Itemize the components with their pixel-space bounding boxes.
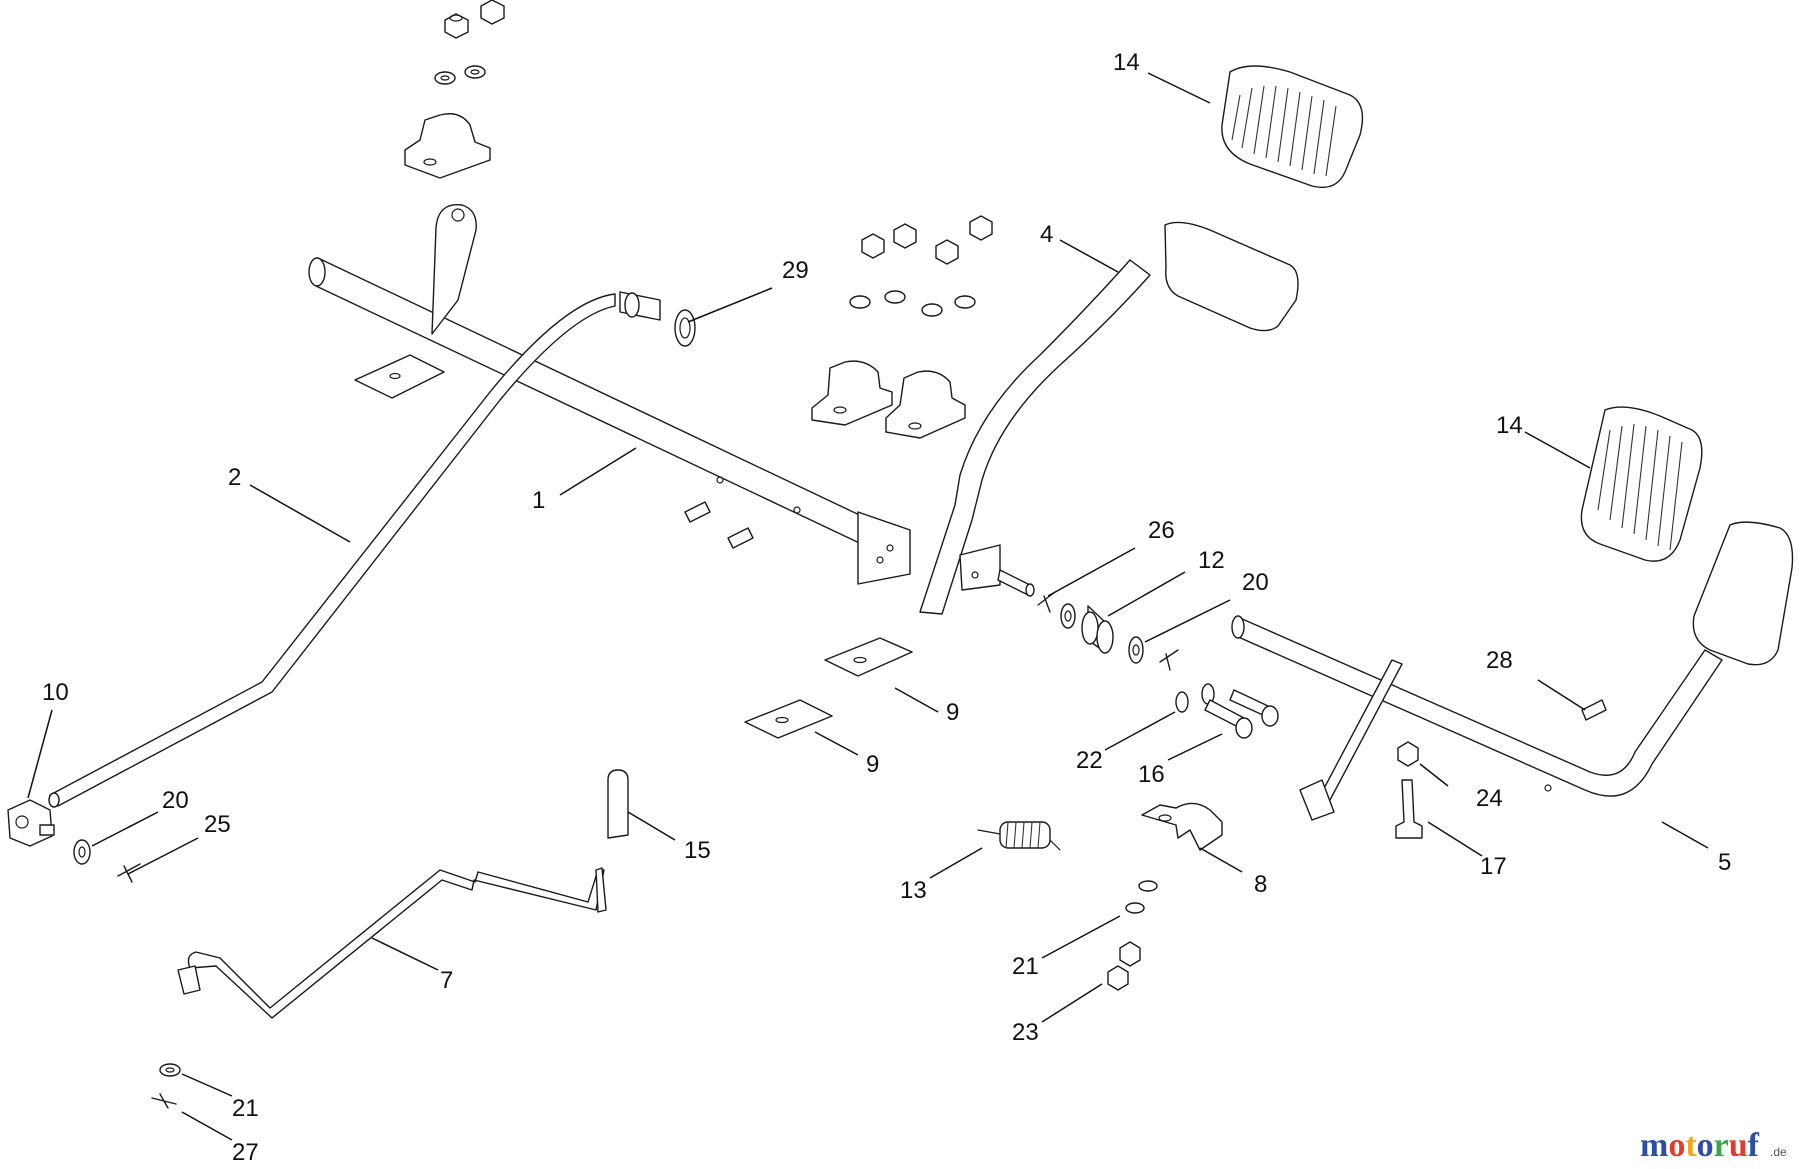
callout-5: 5 [1718, 849, 1731, 876]
wm-letter: m [1640, 1127, 1668, 1164]
washer [464, 65, 486, 79]
callout-20-left: 20 [162, 787, 189, 814]
saddle-clamp-8 [1141, 802, 1223, 851]
extension-spring [977, 821, 1061, 851]
top-clamp-hardware [404, 0, 505, 179]
callout-27: 27 [232, 1139, 259, 1166]
spacer-washer [1060, 603, 1076, 629]
bolt-17 [1395, 779, 1423, 839]
cross-shaft [308, 204, 911, 585]
washer-21-bottom [159, 1063, 181, 1077]
pedal-arm-5 [1235, 617, 1723, 797]
retaining-ring [674, 309, 696, 347]
flat-washer [73, 839, 91, 865]
plate-9 [824, 637, 913, 677]
callout-21-left: 21 [232, 1095, 259, 1122]
pedal-pad-5 [1692, 521, 1794, 666]
pin-15 [607, 769, 629, 839]
callout-4: 4 [1040, 221, 1053, 248]
callout-21-right: 21 [1012, 953, 1039, 980]
cotter-pin [1159, 649, 1179, 671]
callout-15: 15 [684, 837, 711, 864]
callout-12: 12 [1198, 547, 1225, 574]
callout-26: 26 [1148, 517, 1175, 544]
cotter-pin [117, 863, 141, 883]
callout-14-right: 14 [1496, 412, 1523, 439]
callout-10: 10 [42, 679, 69, 706]
lock-nut-23 [1119, 941, 1141, 967]
callout-1: 1 [532, 487, 545, 514]
link-rod [49, 293, 616, 807]
roll-pins [684, 501, 754, 549]
flat-washer-20 [1128, 636, 1144, 664]
lock-nut [480, 0, 505, 25]
svg-text:motoruf: motoruf [1640, 1127, 1760, 1164]
callout-16: 16 [1138, 761, 1165, 788]
wm-letter: o [1697, 1127, 1714, 1164]
callout-labels: 14 4 29 1 2 14 26 12 20 10 20 25 15 7 28… [42, 49, 1731, 1166]
callout-2: 2 [228, 464, 241, 491]
wm-letter: t [1685, 1127, 1697, 1164]
callout-28: 28 [1486, 647, 1513, 674]
pedal-arm-4 [919, 259, 1151, 615]
washer-21 [1138, 880, 1158, 892]
cotter-pin-26 [1037, 591, 1056, 613]
callout-9-lower: 9 [866, 751, 879, 778]
callout-14-top: 14 [1113, 49, 1140, 76]
washer-22 [1175, 691, 1189, 713]
wm-letter: f [1748, 1127, 1760, 1164]
callout-17: 17 [1480, 853, 1507, 880]
plate-9 [744, 699, 833, 739]
callout-8: 8 [1254, 871, 1267, 898]
callout-25: 25 [204, 811, 231, 838]
wm-letter: u [1729, 1127, 1748, 1164]
callout-20-right: 20 [1242, 569, 1269, 596]
hex-nut-24 [1397, 741, 1419, 767]
bent-rod-7 [187, 869, 605, 1019]
callout-23: 23 [1012, 1019, 1039, 1046]
pedal-tread-pad-top [1221, 65, 1364, 189]
cotter-pin-27 [151, 1093, 177, 1109]
wm-letter: o [1668, 1127, 1685, 1164]
leader-lines [27, 72, 1709, 1141]
pedal-tread-pad-right [1580, 406, 1703, 562]
callout-29: 29 [782, 257, 809, 284]
wm-letter: r [1714, 1127, 1729, 1164]
washer-21 [1125, 902, 1145, 914]
callout-9-upper: 9 [946, 699, 959, 726]
wm-suffix: .de [1770, 1145, 1787, 1159]
callout-13: 13 [900, 877, 927, 904]
callout-7: 7 [440, 967, 453, 994]
watermark-logo: motoruf .de [1640, 1127, 1787, 1164]
washer [434, 71, 456, 85]
callout-22: 22 [1076, 747, 1103, 774]
saddle-clamp [404, 113, 491, 179]
lock-nut-23 [1107, 965, 1129, 991]
lock-nut [444, 13, 469, 39]
callout-24: 24 [1476, 785, 1503, 812]
center-clamp-hardware [811, 215, 993, 439]
clevis [7, 799, 53, 847]
roll-pin-28 [1581, 699, 1607, 721]
pedal-pad-4 [1164, 221, 1299, 332]
